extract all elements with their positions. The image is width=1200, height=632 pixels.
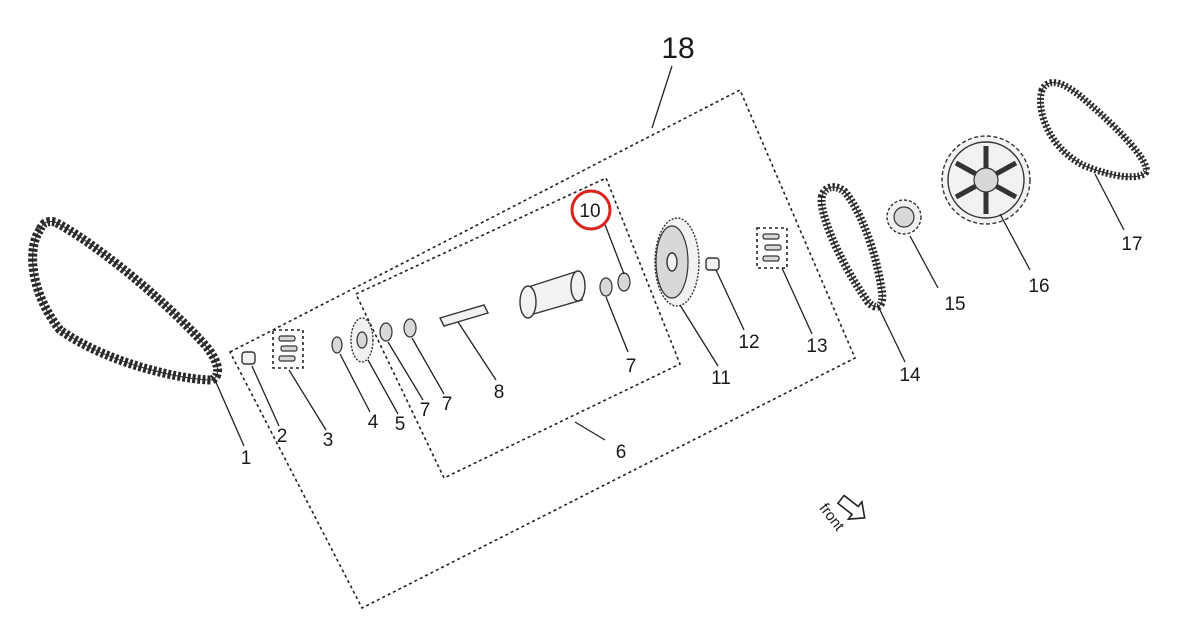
label-part-10: 10 [579, 201, 600, 222]
leader-lines [214, 173, 1125, 447]
label-part-1: 1 [241, 448, 252, 469]
assembly-18-boundary [228, 88, 857, 610]
chain-1 [28, 217, 223, 385]
front-sprocket-15 [886, 199, 922, 235]
bolt-kit-3 [272, 329, 304, 369]
bolts-13-icon [762, 233, 782, 262]
chain-17 [1037, 79, 1150, 181]
spacer-12 [705, 257, 720, 271]
label-part-7-b: 7 [442, 394, 453, 415]
label-part-8: 8 [494, 382, 505, 403]
bearing-7c [599, 277, 613, 297]
label-part-3: 3 [323, 430, 334, 451]
label-part-14: 14 [899, 365, 921, 386]
bolt-kit-13 [756, 227, 788, 269]
label-part-4: 4 [368, 412, 379, 433]
label-part-7-a: 7 [420, 400, 431, 421]
highlight-circle [570, 189, 612, 231]
assembly-18-label: 18 [661, 32, 694, 65]
pulley-11 [654, 217, 700, 307]
hub-6 [519, 270, 586, 319]
bearing-10 [617, 272, 631, 292]
subassembly-6-leader [574, 421, 606, 441]
label-part-6: 6 [616, 442, 627, 463]
belt-14 [817, 183, 887, 311]
label-part-11: 11 [711, 368, 731, 389]
label-part-5: 5 [395, 414, 406, 435]
assembly-18-leader [651, 65, 673, 129]
label-part-2: 2 [277, 426, 288, 447]
sprocket-5 [350, 317, 374, 363]
label-part-17: 17 [1121, 234, 1142, 255]
subassembly-6-boundary [354, 176, 682, 480]
label-part-12: 12 [738, 332, 759, 353]
bearing-7b [403, 318, 417, 338]
rear-sprocket-16 [941, 135, 1031, 225]
axle-8 [439, 304, 489, 327]
label-part-15: 15 [944, 294, 965, 315]
front-arrow-icon [836, 494, 866, 521]
bearing-7a [379, 322, 393, 342]
label-part-7-c: 7 [626, 356, 637, 377]
label-part-13: 13 [806, 336, 827, 357]
spacer-2 [241, 351, 256, 365]
washer-4 [331, 336, 343, 354]
bolts-3-icon [278, 335, 298, 362]
label-part-16: 16 [1028, 276, 1049, 297]
